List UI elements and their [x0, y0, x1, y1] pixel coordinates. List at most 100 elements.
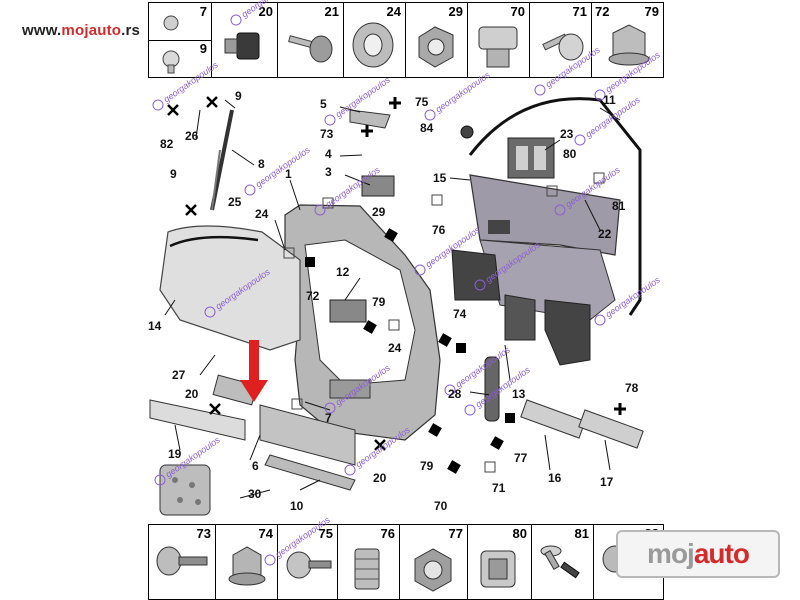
callout-label: 12 — [336, 265, 350, 279]
part-number: 70 — [510, 4, 525, 19]
part-number: 76 — [380, 526, 395, 541]
watermark-icon: georgakopoulos — [424, 69, 492, 121]
callout-label: 79 — [372, 295, 386, 309]
part-cell: 75 — [277, 525, 338, 599]
part-number-sub: 9 — [199, 41, 207, 56]
part-number: 80 — [512, 526, 527, 541]
screw-icon — [542, 33, 584, 61]
top-parts-strip: 7 9 20 21 24 — [148, 2, 664, 78]
pad-left — [451, 249, 501, 301]
callout-label: 16 — [548, 471, 562, 485]
callout-label: 76 — [432, 223, 446, 237]
callout-label: 7 — [325, 411, 332, 425]
callout-label: 15 — [433, 171, 447, 185]
part-cell: 29 — [405, 3, 468, 77]
callout-label: 79 — [420, 459, 434, 473]
callout-label: 81 — [612, 199, 626, 213]
watermark-text: georgakopoulos — [544, 44, 603, 89]
callout-label: 9 — [170, 167, 177, 181]
site-url-suffix: .rs — [121, 22, 141, 39]
rivet-icon — [540, 545, 580, 579]
bolt-icon — [156, 546, 208, 576]
part-number: 21 — [324, 4, 339, 19]
callout-label: 9 — [235, 89, 242, 103]
part-number: 24 — [386, 4, 401, 19]
pad-center — [504, 294, 536, 341]
part-cell: 73 — [149, 525, 216, 599]
callout-label: 72 — [306, 289, 320, 303]
callout-label: 3 — [325, 165, 332, 179]
part-cell: 76 — [337, 525, 400, 599]
trim-handle — [488, 220, 510, 234]
switch-23 — [507, 137, 555, 179]
callout-label: 29 — [372, 205, 386, 219]
callout-label: 80 — [563, 147, 577, 161]
part-number: 75 — [318, 526, 333, 541]
garnish-bar — [259, 404, 356, 466]
callout-label: 11 — [603, 93, 616, 107]
part-cell: 7 9 — [149, 3, 212, 77]
flange-nut-icon — [608, 24, 650, 66]
part-number: 7 — [199, 4, 207, 19]
cross-markers — [167, 96, 386, 451]
part-number: 29 — [448, 4, 463, 19]
part-cell: 72 79 — [591, 3, 663, 77]
watermark-icon: georgakopoulos — [534, 44, 603, 96]
clip-nut-icon — [480, 550, 516, 588]
bracket-16 — [520, 399, 586, 439]
grommet-icon — [352, 22, 394, 68]
tailgate-lock-box — [329, 379, 371, 399]
handle-trim — [149, 399, 246, 441]
callout-label: 30 — [248, 487, 262, 501]
highlight-arrow — [240, 340, 268, 402]
hex-nut-icon — [418, 26, 454, 68]
callout-label: 5 — [320, 97, 327, 111]
pad-right — [544, 299, 591, 366]
threaded-insert-icon — [354, 548, 380, 590]
rear-glass — [159, 225, 301, 351]
part-cell: 20 — [211, 3, 278, 77]
part-number: 81 — [574, 526, 589, 541]
part-cell: 70 — [467, 3, 530, 77]
glass-seal — [169, 235, 259, 248]
part-number: 71 — [572, 4, 587, 19]
part-cell: 80 — [467, 525, 532, 599]
callout-label: 24 — [255, 207, 269, 221]
watermark-text: georgakopoulos — [162, 59, 221, 104]
lower-strip — [264, 454, 356, 491]
callout-label: 28 — [448, 387, 462, 401]
bracket-17 — [578, 409, 644, 449]
stud-icon — [286, 551, 332, 579]
gas-strut — [210, 109, 234, 211]
logo-part2: auto — [693, 538, 750, 569]
part-cell: 24 — [343, 3, 406, 77]
clip-nut-icon — [224, 32, 260, 60]
callout-label: 75 — [415, 95, 429, 109]
grille-strip — [484, 356, 500, 422]
callout-label: 14 — [148, 319, 162, 333]
callout-label: 17 — [600, 475, 614, 489]
callout-label: 6 — [252, 459, 259, 473]
callout-label: 20 — [373, 471, 387, 485]
nut-icon — [414, 548, 452, 592]
callout-label: 22 — [598, 227, 612, 241]
stud-bolt-icon — [288, 35, 333, 63]
callout-label: 19 — [168, 447, 182, 461]
callout-label: 27 — [172, 368, 186, 382]
flange-nut-icon — [228, 546, 266, 586]
callout-label: 84 — [420, 121, 434, 135]
site-url[interactable]: www.mojauto.rs — [22, 22, 140, 39]
part-number: 77 — [448, 526, 463, 541]
logo-part1: moj — [647, 538, 695, 569]
watermark-icon: georgakopoulos — [230, 0, 299, 26]
callout-label: 10 — [290, 499, 304, 513]
callout-label: 77 — [514, 451, 528, 465]
part-number: 79 — [644, 4, 659, 19]
watermark-icon: georgakopoulos — [264, 514, 332, 566]
bolt-small-icon — [162, 15, 180, 74]
watermark-text: georgakopoulos — [240, 0, 299, 20]
